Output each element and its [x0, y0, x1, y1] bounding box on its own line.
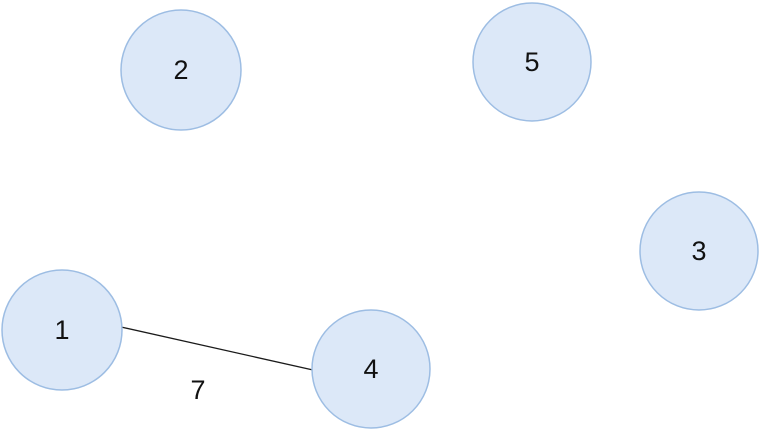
graph-node-4[interactable]: 4 — [311, 309, 431, 429]
graph-node-2[interactable]: 2 — [120, 9, 242, 131]
edge-weight-label: 7 — [190, 375, 205, 405]
graph-node-1[interactable]: 1 — [1, 269, 123, 391]
node-label-3: 3 — [691, 236, 706, 266]
node-circle-1[interactable] — [1, 269, 123, 391]
edge-line[interactable] — [120, 326, 314, 371]
graph-node-3[interactable]: 3 — [639, 191, 759, 311]
node-label-5: 5 — [524, 47, 539, 77]
node-circle-2[interactable] — [120, 9, 242, 131]
node-circle-4[interactable] — [311, 309, 431, 429]
node-circle-3[interactable] — [639, 191, 759, 311]
node-circle-5[interactable] — [472, 2, 592, 122]
node-label-4: 4 — [363, 354, 378, 384]
node-label-1: 1 — [54, 315, 69, 345]
graph-node-5[interactable]: 5 — [472, 2, 592, 122]
edge-1-4[interactable]: 7 — [120, 326, 314, 405]
node-label-2: 2 — [173, 55, 188, 85]
edges-layer: 7 — [120, 326, 314, 405]
